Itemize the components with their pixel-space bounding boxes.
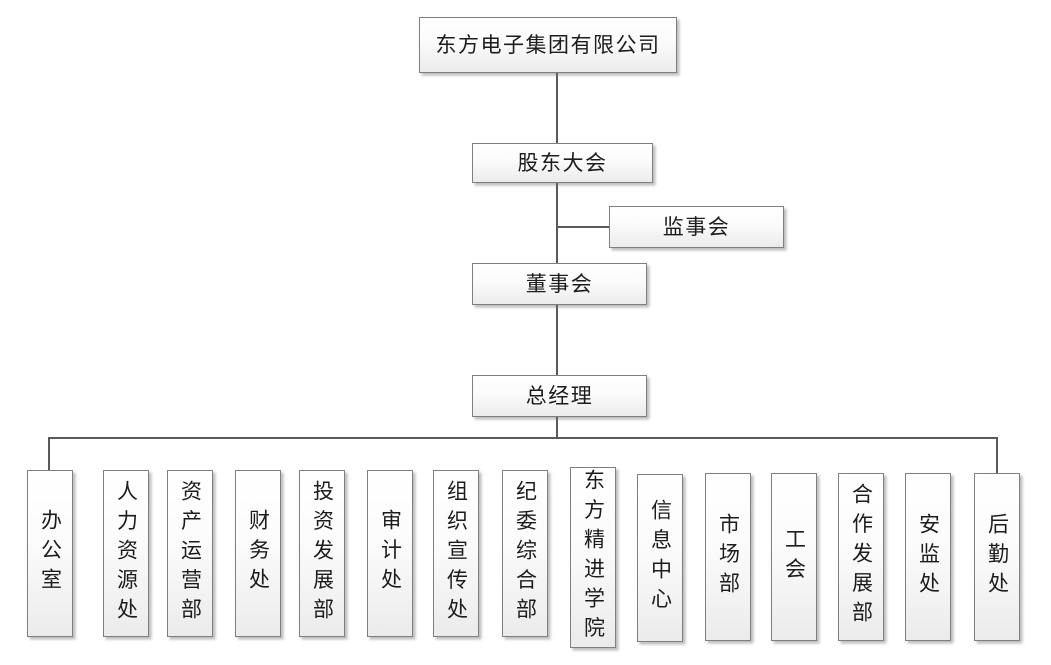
node-supervisory-board-label: 监事会 [662, 214, 731, 239]
node-dept-audit-label: 审计处 [378, 509, 403, 598]
node-dept-organization-publicity: 组织宣传处 [433, 470, 479, 637]
node-company-label: 东方电子集团有限公司 [435, 32, 661, 57]
node-dept-jingjin-academy-label: 东方精进学院 [581, 469, 606, 646]
node-supervisory-board: 监事会 [609, 206, 784, 248]
connector-shareholders-to-board [556, 183, 558, 264]
node-shareholders-meeting: 股东大会 [472, 143, 653, 183]
node-dept-cooperation-development-label: 合作发展部 [849, 483, 874, 631]
node-dept-discipline-inspection: 纪委综合部 [502, 470, 548, 637]
node-dept-discipline-inspection-label: 纪委综合部 [513, 479, 538, 628]
node-board-of-directors: 董事会 [472, 263, 647, 305]
node-dept-office: 办公室 [27, 470, 73, 637]
node-dept-audit: 审计处 [367, 470, 413, 637]
node-dept-safety-supervision: 安监处 [905, 473, 951, 641]
node-dept-finance-label: 财务处 [246, 509, 271, 598]
connector-gm-to-rail [556, 417, 558, 438]
connector-rail-left-drop [48, 437, 50, 471]
node-dept-safety-supervision-label: 安监处 [916, 512, 941, 602]
node-dept-asset-operations: 资产运营部 [167, 470, 213, 637]
node-dept-cooperation-development: 合作发展部 [838, 473, 884, 641]
node-dept-labor-union: 工会 [771, 473, 817, 641]
node-dept-investment-development: 投资发展部 [299, 470, 345, 637]
node-dept-logistics: 后勤处 [974, 473, 1020, 641]
connector-department-rail [48, 437, 998, 439]
node-company: 东方电子集团有限公司 [419, 17, 677, 73]
node-dept-logistics-label: 后勤处 [985, 512, 1010, 602]
connector-board-to-gm [556, 304, 558, 376]
connector-company-to-shareholders [556, 73, 558, 144]
node-board-of-directors-label: 董事会 [525, 271, 594, 296]
node-dept-labor-union-label: 工会 [782, 527, 807, 587]
node-dept-information-center: 信息中心 [637, 474, 683, 642]
node-shareholders-meeting-label: 股东大会 [517, 150, 608, 175]
node-dept-marketing: 市场部 [705, 473, 751, 641]
node-general-manager-label: 总经理 [525, 383, 594, 408]
connector-branch-to-supervisory [557, 226, 609, 228]
node-dept-human-resources-label: 人力资源处 [114, 479, 139, 628]
node-dept-marketing-label: 市场部 [716, 512, 741, 602]
node-dept-information-center-label: 信息中心 [648, 499, 673, 617]
node-dept-investment-development-label: 投资发展部 [310, 479, 335, 628]
node-general-manager: 总经理 [472, 375, 647, 417]
node-dept-jingjin-academy: 东方精进学院 [570, 467, 616, 648]
node-dept-finance: 财务处 [235, 470, 281, 637]
node-dept-asset-operations-label: 资产运营部 [178, 479, 203, 628]
connector-rail-right-drop [996, 437, 998, 474]
node-dept-human-resources: 人力资源处 [103, 470, 149, 637]
node-dept-organization-publicity-label: 组织宣传处 [444, 479, 469, 628]
node-dept-office-label: 办公室 [38, 509, 63, 598]
